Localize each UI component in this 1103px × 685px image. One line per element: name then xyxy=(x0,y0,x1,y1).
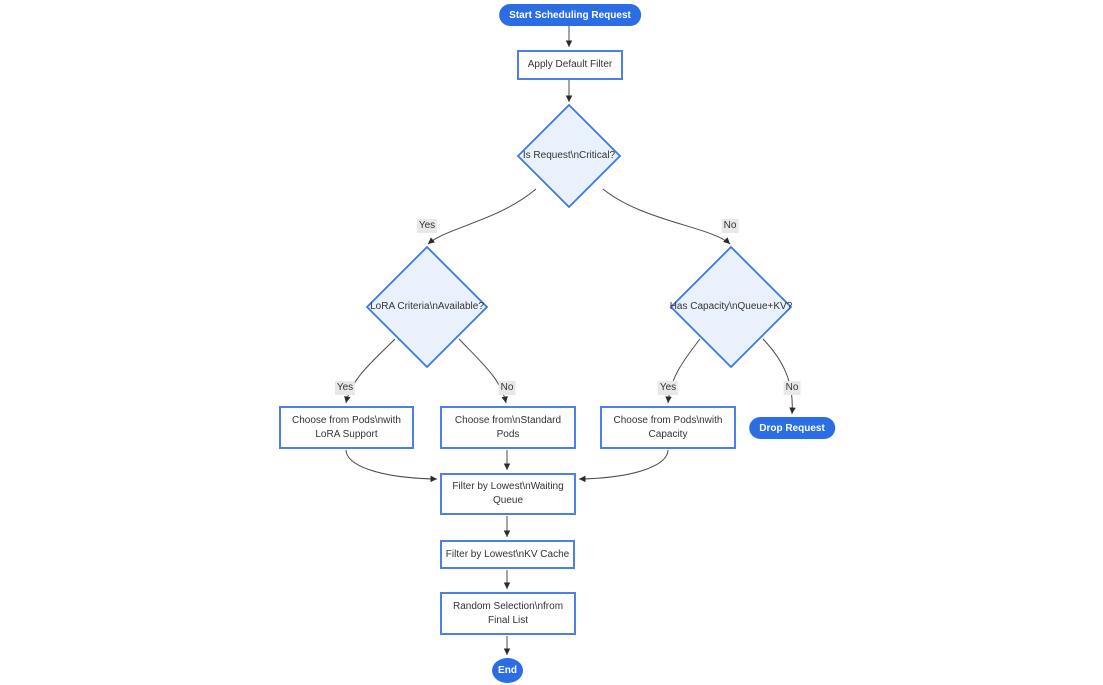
edge-label-lora-no: No xyxy=(498,381,516,395)
edge-label-critical-yes: Yes xyxy=(416,219,438,233)
node-choose-standard-pods-line1: Choose from\nStandard xyxy=(454,414,562,426)
node-filter-waiting-queue: Filter by Lowest\nWaiting Queue xyxy=(440,473,576,515)
decision-shape-lora-criteria xyxy=(365,245,489,369)
node-end: End xyxy=(492,658,523,683)
edge-label-capacity-no: No xyxy=(783,381,801,395)
node-random-selection: Random Selection\nfrom Final List xyxy=(440,592,576,635)
node-is-critical-label: Is Request\nCritical? xyxy=(522,150,616,161)
edge-capacity-yes-to-choose-capacity xyxy=(665,338,701,404)
node-choose-capacity-pods-line2: Capacity xyxy=(648,428,688,440)
node-drop-request-label: Drop Request xyxy=(759,422,825,434)
node-choose-lora-pods-line2: LoRA Support xyxy=(315,428,378,440)
node-start: Start Scheduling Request xyxy=(499,4,641,26)
node-apply-default-filter: Apply Default Filter xyxy=(517,50,623,80)
edge-choose-capacity-to-filter-queue xyxy=(578,449,669,483)
node-random-selection-line2: Final List xyxy=(487,614,528,626)
node-choose-standard-pods-line2: Pods xyxy=(496,428,520,440)
node-random-selection-line1: Random Selection\nfrom xyxy=(452,600,564,612)
node-start-label: Start Scheduling Request xyxy=(509,9,631,21)
node-filter-waiting-queue-line2: Queue xyxy=(492,495,524,506)
edge-label-capacity-yes: Yes xyxy=(657,381,679,395)
node-choose-lora-pods: Choose from Pods\nwith LoRA Support xyxy=(279,406,414,449)
node-end-label: End xyxy=(498,665,517,676)
decision-shape-is-critical xyxy=(516,103,622,209)
edge-lora-yes-to-choose-lora xyxy=(344,338,396,404)
node-filter-kv-cache: Filter by Lowest\nKV Cache xyxy=(440,540,575,569)
node-choose-capacity-pods-line1: Choose from Pods\nwith xyxy=(613,414,723,426)
edge-critical-no-to-capacity xyxy=(602,188,731,245)
edge-label-critical-no: No xyxy=(721,219,739,233)
decision-shape-has-capacity xyxy=(669,245,793,369)
node-has-capacity-label: Has Capacity\nQueue+KV? xyxy=(669,301,793,312)
edge-choose-lora-to-filter-queue xyxy=(345,449,438,483)
edge-capacity-no-to-drop xyxy=(762,338,796,415)
edge-critical-yes-to-lora xyxy=(427,188,537,245)
node-apply-default-filter-label: Apply Default Filter xyxy=(527,59,613,70)
node-drop-request: Drop Request xyxy=(749,417,835,439)
node-choose-standard-pods: Choose from\nStandard Pods xyxy=(440,406,576,449)
node-choose-lora-pods-line1: Choose from Pods\nwith xyxy=(292,414,401,426)
edge-label-lora-yes: Yes xyxy=(334,381,356,395)
node-lora-criteria-label: LoRA Criteria\nAvailable? xyxy=(370,301,484,312)
edge-lora-no-to-choose-standard xyxy=(458,338,508,404)
node-filter-waiting-queue-line1: Filter by Lowest\nWaiting xyxy=(452,481,564,492)
node-choose-capacity-pods: Choose from Pods\nwith Capacity xyxy=(600,406,736,449)
node-filter-kv-cache-label: Filter by Lowest\nKV Cache xyxy=(445,548,570,560)
